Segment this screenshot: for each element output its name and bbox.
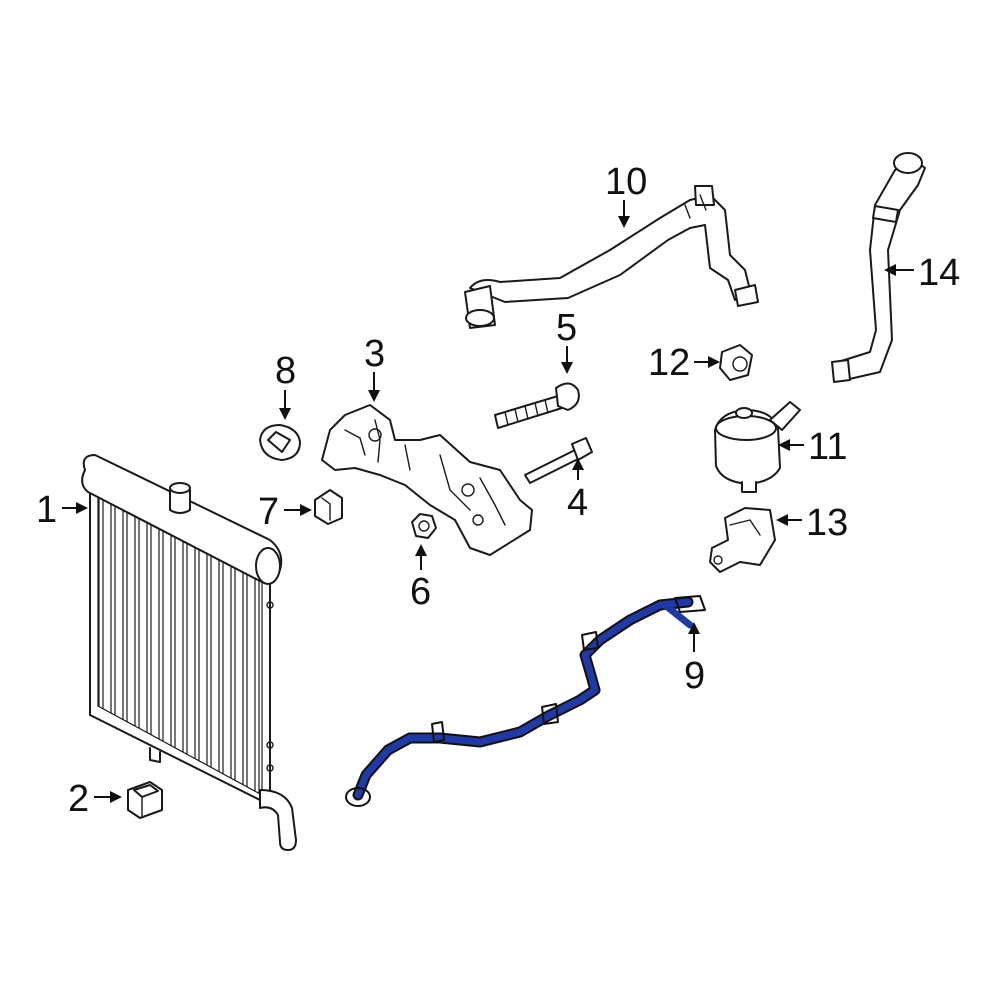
bolt-4 [524,437,593,484]
arrow-head [776,514,788,526]
callout-label: 13 [806,502,848,544]
arrow-head [688,622,700,634]
side-hose [831,152,926,383]
arrow-head [572,458,584,470]
callout-2: 2 [68,778,122,820]
callout-label: 9 [684,655,705,697]
callout-label: 12 [648,342,690,384]
callout-label: 8 [275,350,296,392]
callout-7: 7 [258,491,312,533]
arrow-head [561,362,573,374]
support-bracket [321,404,533,556]
callout-11: 11 [778,426,847,468]
cap-8 [259,424,301,461]
arrow-head [300,504,312,516]
callout-4: 4 [567,458,588,524]
callout-12: 12 [648,342,720,384]
callout-label: 11 [808,426,847,468]
mount-bushing [127,781,163,819]
callout-10: 10 [605,161,647,228]
coolant-hose-9-highlighted [345,595,706,807]
callout-label: 2 [68,778,89,820]
callout-label: 3 [364,333,385,375]
nut-6 [411,513,437,539]
callout-3: 3 [364,333,385,402]
callout-label: 4 [567,482,588,524]
arrow-head [76,502,88,514]
callout-label: 6 [410,571,431,613]
arrow-head [368,390,380,402]
callout-14: 14 [884,252,960,294]
callout-label: 7 [258,491,279,533]
pump-bracket [709,507,776,573]
water-pump [714,401,801,493]
callout-13: 13 [776,502,848,544]
radiator [81,454,297,851]
callout-9: 9 [684,622,705,697]
arrow-head [884,264,896,276]
callout-8: 8 [275,350,296,420]
arrow-head [778,439,790,451]
callout-label: 1 [36,489,57,531]
arrow-head [708,356,720,368]
arrow-head [618,216,630,228]
callout-5: 5 [556,307,577,374]
arrow-head [279,408,291,420]
clip-7 [314,489,343,525]
bracket-12 [719,344,753,381]
callout-label: 10 [605,161,647,203]
callout-1: 1 [36,489,88,531]
callout-6: 6 [410,544,431,613]
arrow-head [110,791,122,803]
callout-label: 5 [556,307,577,349]
callout-label: 14 [918,252,960,294]
arrow-head [415,544,427,556]
bolt-5 [494,382,580,429]
upper-hose [464,185,759,329]
